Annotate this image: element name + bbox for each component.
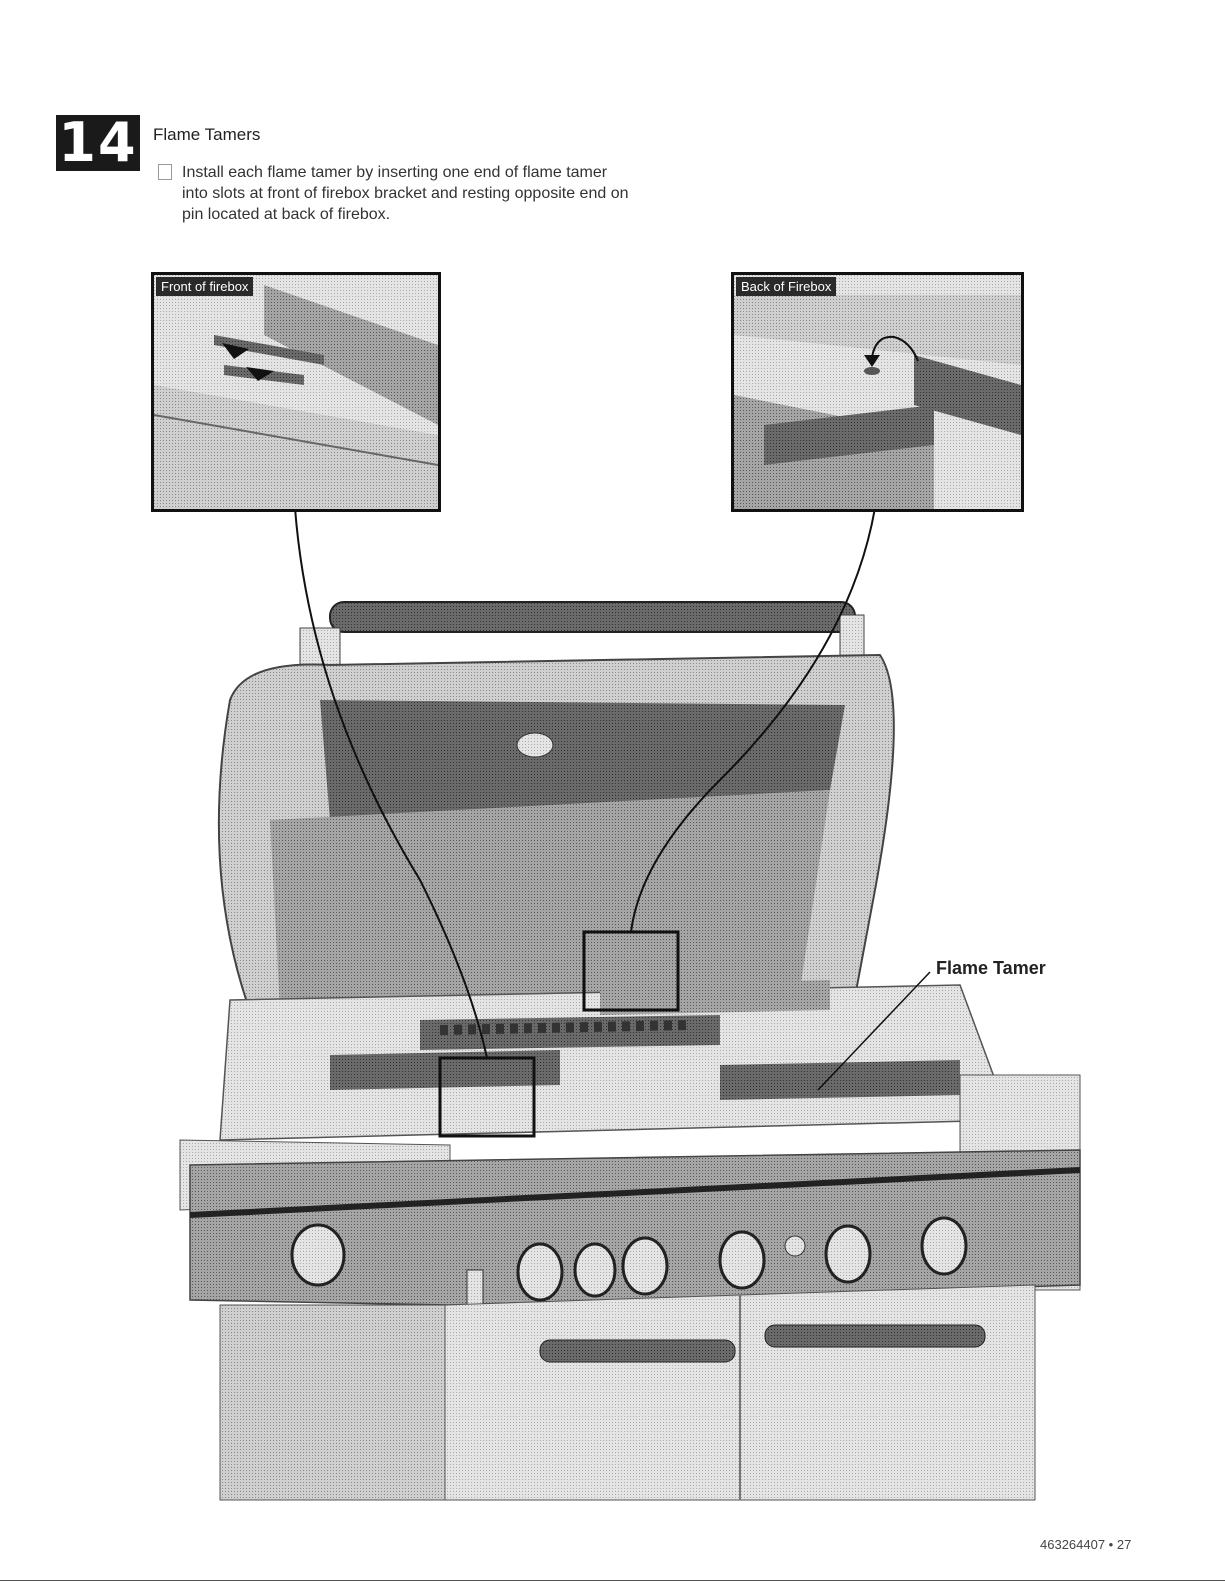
inset-front-of-firebox: Front of firebox [151, 272, 441, 512]
bottom-divider [0, 1580, 1225, 1581]
inset-back-of-firebox: Back of Firebox [731, 272, 1024, 512]
flame-tamer-callout: Flame Tamer [936, 958, 1046, 979]
page-reference: 463264407 • 27 [1040, 1537, 1131, 1552]
front-firebox-detail [154, 275, 438, 509]
front-of-firebox-label: Front of firebox [156, 277, 253, 296]
back-firebox-detail [734, 275, 1021, 509]
back-of-firebox-label: Back of Firebox [736, 277, 836, 296]
